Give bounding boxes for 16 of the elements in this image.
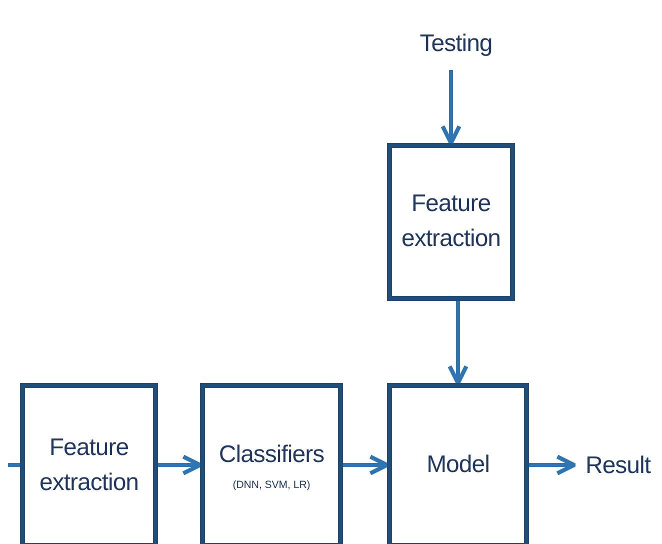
process-box (387, 143, 515, 301)
node-label: Testing (420, 28, 492, 59)
box-title: Classifiers (218, 440, 324, 470)
box-title: Model (426, 450, 490, 480)
arrow (448, 301, 468, 386)
node-label: Result (585, 450, 651, 481)
arrow (529, 454, 576, 476)
box-title: Feature extraction (38, 432, 140, 498)
process-box (387, 383, 529, 544)
arrow (158, 454, 202, 476)
box-title: Feature extraction (400, 189, 502, 254)
process-box (200, 383, 343, 544)
process-box (20, 383, 158, 544)
box-subtitle: (DNN, SVM, LR) (232, 479, 310, 493)
arrow (440, 70, 462, 146)
arrow (343, 454, 390, 476)
